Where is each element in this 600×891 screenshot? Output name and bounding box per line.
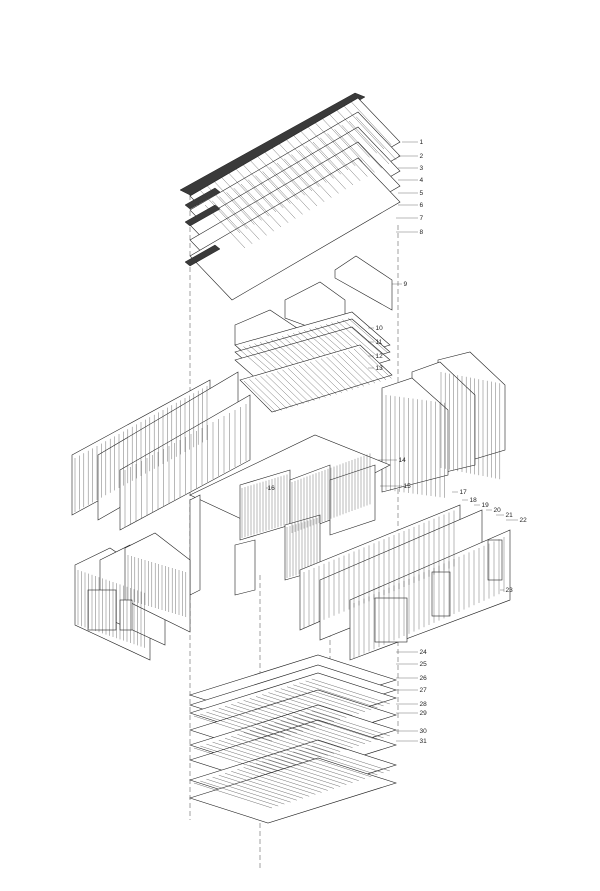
callout-label: 25 <box>420 661 428 668</box>
callout-label: 14 <box>399 457 407 464</box>
callout-label: 3 <box>420 165 424 172</box>
callout-label: 4 <box>420 177 424 184</box>
callout-label: 28 <box>420 701 428 708</box>
callout-label: 20 <box>494 507 502 514</box>
roof-assembly <box>179 92 401 301</box>
callout-label: 21 <box>506 512 514 519</box>
callout-label: 19 <box>482 502 490 509</box>
callout-label: 31 <box>420 738 428 745</box>
callout-label: 7 <box>420 215 424 222</box>
callout-label: 2 <box>420 153 424 160</box>
callout-label: 30 <box>420 728 428 735</box>
callout-label: 15 <box>404 483 412 490</box>
callout-leaders <box>266 141 518 742</box>
right-gable-walls <box>381 351 506 498</box>
left-front-gable <box>74 532 191 661</box>
callout-labels: 1234567891011121314151617181920212223242… <box>268 139 528 745</box>
callout-label: 18 <box>470 497 478 504</box>
callout-label: 29 <box>420 710 428 717</box>
callout-label: 27 <box>420 687 428 694</box>
callout-label: 9 <box>404 281 408 288</box>
callout-label: 16 <box>268 485 276 492</box>
callout-label: 26 <box>420 675 428 682</box>
callout-label: 23 <box>506 587 514 594</box>
callout-label: 8 <box>420 229 424 236</box>
floor-assembly <box>189 654 397 824</box>
callout-label: 10 <box>376 325 384 332</box>
right-front-walls <box>299 504 511 661</box>
callout-label: 12 <box>376 353 384 360</box>
callout-label: 13 <box>376 365 384 372</box>
callout-label: 24 <box>420 649 428 656</box>
callout-label: 5 <box>420 190 424 197</box>
left-back-walls <box>71 371 251 531</box>
upper-floor-joists <box>239 344 393 413</box>
callout-label: 11 <box>376 339 383 346</box>
callout-label: 17 <box>460 489 468 496</box>
callout-label: 22 <box>520 517 528 524</box>
callout-label: 6 <box>420 202 424 209</box>
callout-label: 1 <box>420 139 424 146</box>
